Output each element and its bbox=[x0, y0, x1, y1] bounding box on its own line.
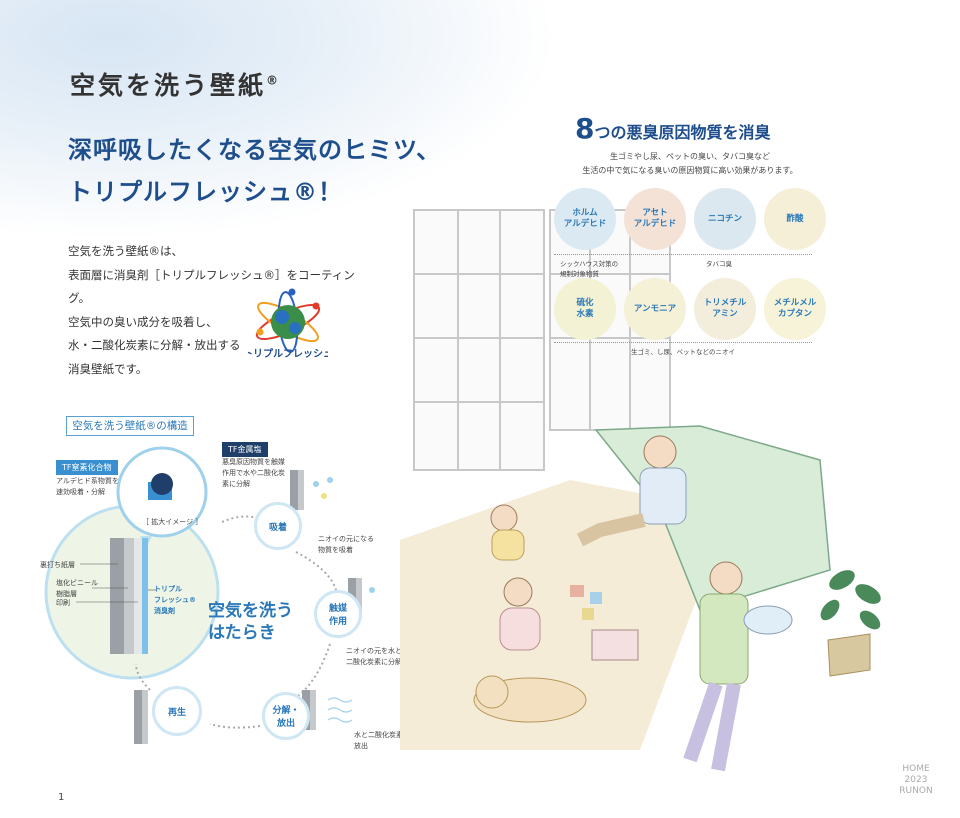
layer-vinyl: 塩化ビニール樹脂層 bbox=[56, 579, 98, 598]
odor-acetic-acid: 酢酸 bbox=[764, 188, 826, 250]
plant bbox=[820, 570, 881, 630]
layer-backing-paper: 裏打ち紙層 bbox=[40, 561, 75, 569]
step-catalyst: 触媒作用 bbox=[314, 590, 362, 638]
child-figure bbox=[503, 577, 533, 607]
odor-row1-divider bbox=[554, 254, 812, 256]
odor-row1-note-left: シックハウス対策の 規制対象物質 bbox=[560, 260, 619, 278]
step-release-note: 水と二酸化炭素を放出 bbox=[354, 731, 410, 750]
living-room-illustration bbox=[400, 209, 881, 772]
odor-row2-note: 生ゴミ、し尿、ペットなどのニオイ bbox=[631, 348, 735, 356]
odor-acetaldehyde: アセト アルデヒド bbox=[624, 188, 686, 250]
intro-line: 表面層に消臭剤［トリプルフレッシュ®］をコーティング。 bbox=[68, 267, 355, 306]
cycle-title: 空気を洗うはたらき bbox=[208, 601, 293, 643]
odor-methyl-mercaptan: メチルメル カプタン bbox=[764, 278, 826, 340]
odor-row1-note-right: タバコ臭 bbox=[706, 260, 732, 268]
page-number: 1 bbox=[58, 792, 65, 803]
note-tf-metal-salt: 悪臭原因物質を触媒作用で水や二酸化炭素に分解 bbox=[222, 458, 285, 488]
intro-line: 空気中の臭い成分を吸着し、 bbox=[68, 314, 218, 329]
structure-label: 空気を洗う壁紙®の構造 bbox=[66, 416, 194, 436]
logo-text: トリプルフレッシュ bbox=[248, 347, 328, 360]
intro-line: 消臭壁紙です。 bbox=[68, 361, 148, 376]
headline-line2: トリプルフレッシュ®！ bbox=[68, 178, 343, 206]
backing-paper-layer bbox=[110, 538, 124, 654]
woman-figure bbox=[709, 561, 743, 595]
metal-salt-particle-icon bbox=[151, 473, 173, 495]
odor-hydrogen-sulfide: 硫化 水素 bbox=[554, 278, 616, 340]
baby-figure bbox=[490, 504, 518, 532]
odor-ammonia: アンモニア bbox=[624, 278, 686, 340]
page-title: 空気を洗う壁紙® bbox=[70, 71, 282, 100]
odor-row2-divider bbox=[554, 342, 812, 344]
odor-section-subtitle: 生ゴミやし尿、ペットの臭い、タバコ臭など生活の中で気になる臭いの原因物質に高い効… bbox=[582, 152, 798, 175]
intro-paragraph: 空気を洗う壁紙®は、 表面層に消臭剤［トリプルフレッシュ®］をコーティング。 空… bbox=[68, 240, 368, 381]
step-catalyst-note: ニオイの元を水と二酸化炭素に分解 bbox=[346, 647, 402, 666]
print-layer bbox=[134, 538, 142, 654]
odor-row-1: ホルム アルデヒド アセト アルデヒド ニコチン 酢酸 bbox=[554, 188, 826, 250]
step-adsorb: 吸着 bbox=[254, 502, 302, 550]
man-figure bbox=[643, 435, 677, 469]
odor-section-title: 8つの悪臭原因物質を消臭 bbox=[575, 112, 771, 145]
coating-label: トリプルフレッシュ®消臭剤 bbox=[154, 585, 196, 615]
step-release: 分解・放出 bbox=[262, 692, 310, 740]
intro-line: 空気を洗う壁紙®は、 bbox=[68, 244, 183, 258]
vinyl-resin-layer bbox=[124, 538, 134, 654]
step-regenerate: 再生 bbox=[152, 686, 202, 736]
odor-formaldehyde: ホルム アルデヒド bbox=[554, 188, 616, 250]
toy-wagon bbox=[591, 629, 639, 661]
tag-tf-nitrogen-compound: TF窒素化合物 bbox=[56, 460, 118, 475]
layer-print: 印刷 bbox=[56, 599, 70, 607]
coating-layer bbox=[142, 538, 148, 654]
odor-nicotine: ニコチン bbox=[694, 188, 756, 250]
step-adsorb-note: ニオイの元になる物質を吸着 bbox=[318, 535, 374, 554]
tag-tf-metal-salt: TF金属塩 bbox=[222, 442, 268, 457]
odor-row-2: 硫化 水素 アンモニア トリメチル アミン メチルメル カプタン bbox=[554, 278, 826, 340]
note-tf-nitrogen-compound: アルデヒド系物質を速効吸着・分解 bbox=[56, 477, 119, 496]
zoom-image-label: ［ 拡大イメージ ］ bbox=[142, 518, 203, 526]
odor-trimethylamine: トリメチル アミン bbox=[694, 278, 756, 340]
watercolor-background bbox=[0, 0, 560, 240]
triple-fresh-logo: トリプルフレッシュ bbox=[243, 288, 333, 360]
headline-line1: 深呼吸したくなる空気のヒミツ、 bbox=[68, 136, 442, 164]
intro-line: 水・二酸化炭素に分解・放出する bbox=[68, 338, 241, 352]
